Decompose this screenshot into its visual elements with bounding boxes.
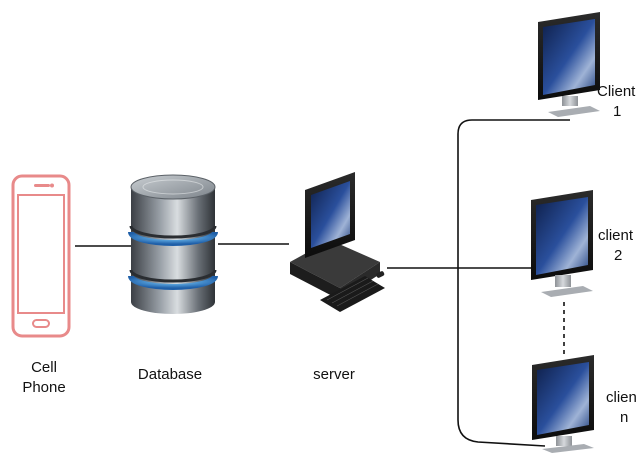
connector-lines	[75, 119, 570, 447]
client-n-label: clien n	[606, 388, 641, 428]
client-2-label-line1: client	[598, 227, 634, 244]
database-icon	[128, 174, 218, 314]
client-1-monitor-icon	[538, 12, 600, 117]
client-1-label-line1: Client	[597, 83, 636, 100]
client-1-label: Client 1	[597, 82, 641, 122]
client-n-label-line1: clien	[606, 389, 637, 406]
client-2-label: client 2	[598, 226, 640, 266]
server-icon	[290, 172, 385, 312]
cell-phone-label-line2: Phone	[22, 379, 66, 396]
client-2-label-line2: 2	[614, 247, 623, 264]
client-n-monitor-icon	[532, 355, 594, 453]
client-2-monitor-icon	[531, 190, 593, 297]
client-bus-bracket	[457, 119, 570, 447]
client-n-label-line2: n	[620, 409, 629, 426]
cell-phone-label-line1: Cell	[31, 359, 57, 376]
cell-phone-label: Cell Phone	[14, 358, 74, 398]
database-label: Database	[137, 366, 203, 383]
server-label: server	[313, 366, 355, 383]
client-1-label-line2: 1	[613, 103, 622, 120]
cell-phone-icon	[11, 174, 71, 338]
